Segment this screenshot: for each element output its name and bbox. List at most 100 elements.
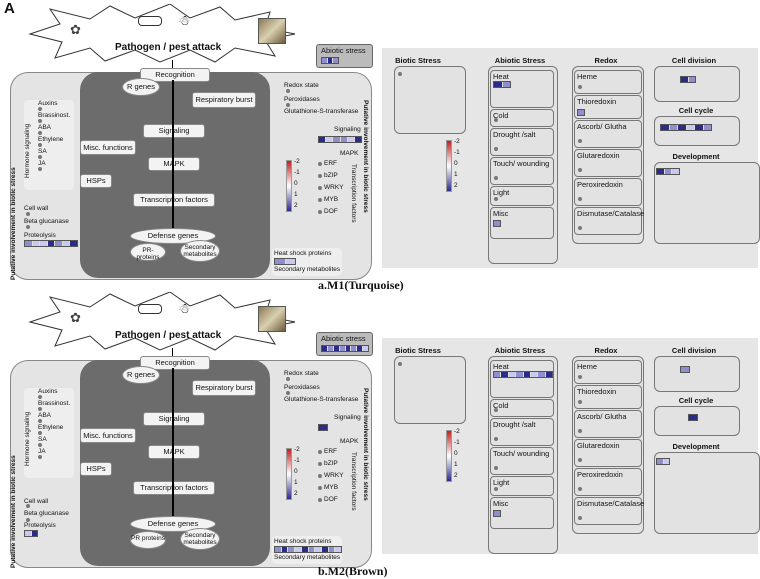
legend-tick: 1 [294, 479, 298, 486]
redox-item-dot [578, 429, 582, 433]
hormone-item: Brassinost. [38, 112, 71, 119]
beta-glucanase-label: Beta glucanase [24, 218, 69, 225]
overview-cell-division-title: Cell division [671, 346, 717, 355]
overview-cell-division-title: Cell division [671, 56, 717, 65]
hormone-item: SA [38, 148, 47, 155]
redox-item-label: Ascorb/ Glutha [577, 412, 627, 421]
abiotic-item-box: Misc [490, 497, 554, 529]
legend-tick: 2 [454, 182, 458, 189]
redox-item-box: Dismutase/Catalase [574, 497, 644, 525]
heatmap-cell [681, 367, 689, 372]
peroxidases-dot [286, 103, 290, 107]
hormone-dot [38, 167, 42, 171]
overview-redox-title: Redox [594, 346, 618, 355]
misc-heatmap [493, 510, 501, 517]
heat-shock-heatmap [274, 546, 342, 553]
redox-item-label: Heme [577, 362, 598, 371]
heatmap-cell [61, 241, 70, 246]
abiotic-item-label: Heat [493, 72, 509, 81]
redox-item-box: Dismutase/Catalase [574, 207, 644, 235]
abiotic-item-label: Drought /salt [493, 130, 536, 139]
overview-cell-division-box [654, 356, 740, 392]
hormone-signaling-label: Hormone signaling [24, 123, 31, 178]
secondary-metabolites-label: Secondary metabolites [274, 554, 341, 561]
heatmap-cell [346, 137, 354, 142]
abiotic-item-label: Cold [493, 401, 509, 410]
abiotic-item-label: Light [493, 478, 510, 487]
overview-development-box [654, 452, 760, 534]
legend-tick: 2 [454, 472, 458, 479]
node-mapk: MAPK [148, 157, 200, 171]
abiotic-item-label: Misc [493, 499, 509, 508]
abiotic-item-box: Drought /salt [490, 418, 554, 446]
legend-tick: -1 [294, 169, 300, 176]
node-pr-proteins: PR-proteins [130, 243, 166, 261]
right-side-label: Putative involvement in biotic stress [362, 100, 369, 213]
bacteria-icon: ✿ [70, 310, 81, 325]
node-transcription-factors: Transcription factors [133, 481, 215, 495]
heatmap-cell [280, 547, 288, 552]
abiotic-item-dot [494, 408, 498, 412]
hormone-dot [38, 455, 42, 459]
leaf-photo-icon [258, 306, 286, 332]
heatmap-cell [661, 125, 669, 130]
node-recognition: Recognition [140, 356, 210, 370]
hormone-item: JA [38, 160, 46, 167]
abiotic-item-dot [494, 437, 498, 441]
legend-tick: 0 [294, 180, 298, 187]
redox-item-dot [578, 139, 582, 143]
tf-vertical-label: Transcription factors [350, 164, 357, 223]
overview-cell-cycle-title: Cell cycle [678, 106, 714, 115]
caterpillar-icon: ☃ [178, 300, 191, 316]
heat-heatmap [493, 371, 553, 378]
redox-item-label: Thioredoxin [577, 387, 617, 396]
cell-cycle-heatmap [660, 124, 712, 131]
heatmap-cell [25, 531, 31, 536]
tf-dot [318, 210, 322, 214]
abiotic-item-box: Cold [490, 399, 554, 417]
signaling-heatmap [318, 136, 362, 143]
overview-development-box [654, 162, 760, 244]
signaling-r-label: Signaling [334, 414, 361, 421]
pathogen-starburst: Pathogen / pest attack✿☃ [20, 3, 300, 64]
abiotic-item-box: Heat [490, 70, 554, 108]
signaling-r-label: Signaling [334, 126, 361, 133]
heatmap-cell [334, 547, 342, 552]
abiotic-item-label: Touch/ wounding [493, 449, 550, 458]
heatmap-cell [685, 125, 694, 130]
overview-development-title: Development [672, 442, 720, 451]
hormone-dot [38, 131, 42, 135]
proteolysis-label: Proteolysis [24, 522, 56, 529]
redox-state-dot [286, 377, 290, 381]
node-r-genes: R genes [122, 366, 160, 384]
legend-tick: 0 [454, 160, 458, 167]
hormone-signaling-label: Hormone signaling [24, 411, 31, 466]
peroxidases-label: Peroxidases [284, 384, 320, 391]
hormone-item: Auxins [38, 388, 58, 395]
legend-tick: 2 [294, 202, 298, 209]
heatmap-cell [681, 77, 688, 82]
node-r-genes: R genes [122, 78, 160, 96]
mapk-r-label: MAPK [340, 150, 359, 157]
heatmap-cell [529, 372, 538, 377]
overview-redox-title: Redox [594, 56, 618, 65]
node-hsps: HSPs [80, 174, 112, 188]
development-heatmap [656, 458, 670, 465]
secondary-metabolites-label: Secondary metabolites [274, 266, 341, 273]
heatmap-cell [494, 221, 500, 226]
cell-cycle-heatmap [688, 414, 698, 421]
heatmap-cell [332, 346, 339, 351]
legend-gradient [446, 140, 452, 192]
heatmap-cell [657, 169, 664, 174]
heatmap-cell [314, 547, 321, 552]
bacterium-icon [138, 16, 162, 26]
node-respiratory-burst: Respiratory burst [192, 380, 256, 396]
legend-tick: 1 [454, 461, 458, 468]
figure-label: A [4, 0, 15, 17]
abiotic-item-label: Touch/ wounding [493, 159, 550, 168]
tf-dot [318, 198, 322, 202]
legend-tick: -2 [454, 138, 460, 145]
heatmap-cell [338, 346, 345, 351]
